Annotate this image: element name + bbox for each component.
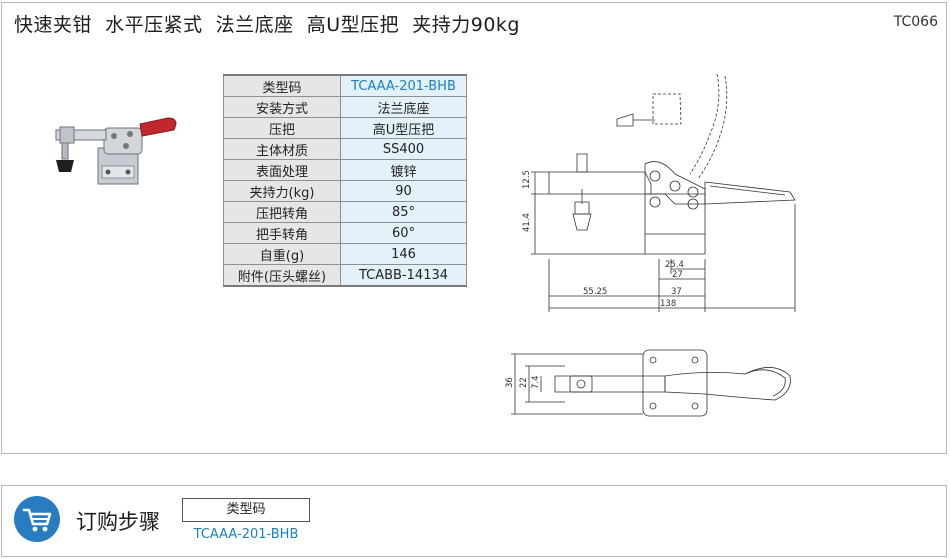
spec-key: 表面处理 [223,159,341,181]
spec-value: 90 [340,180,467,202]
table-row: 自重(g) 146 [223,243,467,265]
table-row: 安装方式 法兰底座 [223,96,467,118]
dim-27: 27 [672,270,683,280]
spec-value: 法兰底座 [340,96,467,118]
spec-key: 附件(压头螺丝) [223,264,341,287]
product-panel [1,2,947,454]
spec-key: 安装方式 [223,96,341,118]
dim-7-4: 7.4 [531,375,541,389]
dim-41-4: 41.4 [522,213,532,232]
product-photo [55,117,177,185]
spec-value: 高U型压把 [340,117,467,139]
table-row: 夹持力(kg) 90 [223,180,467,202]
spec-key: 类型码 [223,74,341,97]
spec-key: 把手转角 [223,222,341,244]
spec-key: 主体材质 [223,138,341,160]
table-row: 类型码 TCAAA-201-BHB [223,74,467,97]
dim-36: 36 [505,377,515,388]
technical-drawing: 12.5 41.4 25.4 27 55.25 37 138 36 22 7.4 [505,73,796,417]
spec-value: SS400 [340,138,467,160]
spec-table: 类型码 TCAAA-201-BHB 安装方式 法兰底座 压把 高U型压把 主体材… [223,74,467,287]
spec-value: 146 [340,243,467,265]
order-title: 订购步骤 [76,510,160,534]
side-view [531,73,796,312]
dim-37: 37 [671,287,682,297]
spec-value: 60° [340,222,467,244]
table-row: 附件(压头螺丝) TCABB-14134 [223,264,467,287]
table-row: 表面处理 镀锌 [223,159,467,181]
table-row: 压把 高U型压把 [223,117,467,139]
dim-55-25: 55.25 [583,287,607,297]
table-row: 把手转角 60° [223,222,467,244]
top-view [511,349,791,417]
order-type-code[interactable]: TCAAA-201-BHB [193,527,299,542]
dim-22: 22 [519,377,529,388]
dim-138: 138 [660,299,676,309]
spec-key: 压把转角 [223,201,341,223]
spec-key: 压把 [223,117,341,139]
dim-25-4: 25.4 [665,260,684,270]
spec-key: 自重(g) [223,243,341,265]
spec-value: 镀锌 [340,159,467,181]
table-row: 压把转角 85° [223,201,467,223]
shopping-cart-icon [14,496,60,542]
product-code: TC066 [893,14,938,30]
page-title: 快速夹钳 水平压紧式 法兰底座 高U型压把 夹持力90kg [14,14,520,36]
dim-12-5: 12.5 [522,170,532,189]
order-type-label: 类型码 [182,498,310,522]
spec-value: TCABB-14134 [340,264,467,287]
order-section [1,485,947,557]
table-row: 主体材质 SS400 [223,138,467,160]
spec-key: 夹持力(kg) [223,180,341,202]
spec-value: 85° [340,201,467,223]
spec-value[interactable]: TCAAA-201-BHB [340,74,467,97]
